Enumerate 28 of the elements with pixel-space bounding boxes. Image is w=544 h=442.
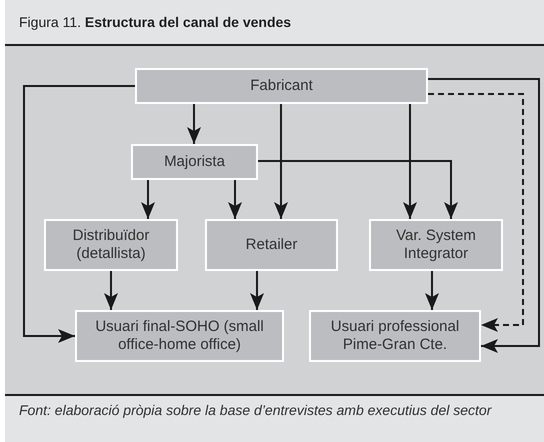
box-label: Majorista (164, 153, 225, 171)
box-label: Usuari professional Pime-Gran Cte. (330, 318, 460, 354)
figure-title: Figura 11. Estructura del canal de vendes (19, 14, 292, 30)
arrow (141, 180, 155, 219)
arrow (250, 271, 264, 310)
process-box (369, 219, 503, 271)
arrow (23, 85, 135, 343)
process-box (44, 219, 178, 271)
process-box (75, 310, 284, 362)
box-label: Var. System Integrator (395, 227, 477, 263)
process-box (131, 144, 258, 180)
arrow (187, 104, 201, 144)
box-label: Usuari final-SOHO (small office-home office) (94, 318, 265, 354)
arrow (403, 104, 417, 219)
process-box (309, 310, 481, 362)
process-box (205, 219, 338, 271)
arrow (274, 104, 288, 219)
box-label: Retailer (246, 236, 298, 254)
source-note: Font: elaboració pròpia sobre la base d’entrevistes amb executius del sector (19, 402, 493, 419)
arrow (228, 180, 242, 219)
arrow (428, 93, 524, 332)
arrow (425, 271, 439, 310)
box-label: Fabricant (250, 77, 313, 95)
box-label: Distribuïdor (detallista) (72, 227, 150, 263)
arrow (428, 78, 540, 353)
process-box (135, 68, 428, 104)
arrow (104, 271, 118, 310)
arrow (258, 160, 458, 219)
